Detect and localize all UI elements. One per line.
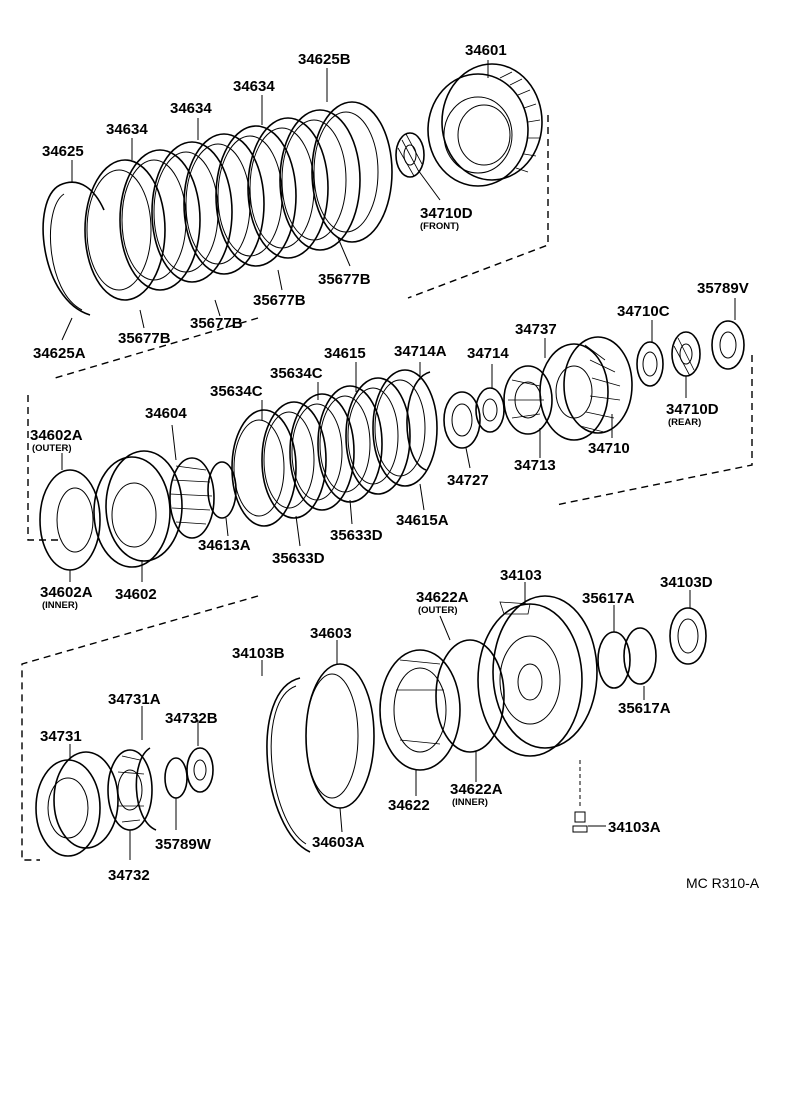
piston-34622: [379, 649, 461, 771]
hub-34727: [443, 391, 481, 449]
label-34727: 34727: [447, 472, 489, 489]
label-35633D-a: 35633D: [272, 550, 325, 567]
label-35789V: 35789V: [697, 280, 749, 297]
race-34710C: [636, 341, 664, 387]
label-34615A: 34615A: [396, 512, 449, 529]
label-34602A-outer: 34602A: [30, 427, 83, 444]
label-34602: 34602: [115, 586, 157, 603]
label-34713: 34713: [514, 457, 556, 474]
thrust-washer-35789V: [711, 320, 745, 370]
label-34625: 34625: [42, 143, 84, 160]
snap-ring-34103B: [266, 677, 311, 853]
label-35677B-c: 35677B: [253, 292, 306, 309]
label-34732B: 34732B: [165, 710, 218, 727]
label-35633D-b: 35633D: [330, 527, 383, 544]
label-34103D: 34103D: [660, 574, 713, 591]
label-34602A-inner: 34602A: [40, 584, 93, 601]
label-35634C-b: 35634C: [270, 365, 323, 382]
label-34613A: 34613A: [198, 537, 251, 554]
snap-ring-34625A: [42, 181, 105, 316]
bolt-34103A: [572, 760, 606, 833]
label-34737: 34737: [515, 321, 557, 338]
race-34714: [475, 387, 505, 433]
return-spring-34604: [169, 457, 215, 539]
label-34634-a: 34634: [106, 121, 148, 138]
label-34714: 34714: [467, 345, 509, 362]
piston-34602: [93, 450, 183, 568]
thrust-bearing-34710D-front: [395, 132, 425, 178]
clutch-drum-34601: [427, 63, 543, 187]
label-34622A-inner-note: (INNER): [452, 797, 488, 808]
brake-band-34603: [305, 663, 375, 809]
group-brake-band: [21, 582, 707, 861]
thrust-bearing-34710D-rear: [671, 331, 701, 377]
label-34634-b: 34634: [170, 100, 212, 117]
label-34622A-inner: 34622A: [450, 781, 503, 798]
label-34710D-front-note: (FRONT): [420, 221, 459, 232]
clutch-plate-stack: [84, 101, 393, 301]
label-34601: 34601: [465, 42, 507, 59]
label-34103A: 34103A: [608, 819, 661, 836]
label-34710D-rear-note: (REAR): [668, 417, 701, 428]
label-34603: 34603: [310, 625, 352, 642]
label-35634C-a: 35634C: [210, 383, 263, 400]
label-34732: 34732: [108, 867, 150, 884]
label-34604: 34604: [145, 405, 187, 422]
label-34634-c: 34634: [233, 78, 275, 95]
label-34602A-outer-note: (OUTER): [32, 443, 72, 454]
label-34103: 34103: [500, 567, 542, 584]
clutch-plates-34615: [231, 369, 438, 527]
diagram-code: MC R310-A: [686, 875, 760, 891]
label-35677B-a: 35677B: [118, 330, 171, 347]
label-34602A-inner-note: (INNER): [42, 600, 78, 611]
label-34625A: 34625A: [33, 345, 86, 362]
label-34710D-front: 34710D: [420, 205, 473, 222]
label-35617A-top: 35617A: [582, 590, 635, 607]
label-35789W: 35789W: [155, 836, 212, 853]
bearing-34732B: [186, 747, 214, 793]
label-34622A-outer: 34622A: [416, 589, 469, 606]
drum-34731: [35, 751, 119, 857]
part-labels: 34601 34625B 34634 34634 34634 34625 347…: [30, 42, 760, 891]
seal-rings-35617A: [597, 627, 657, 689]
label-35617A-bottom: 35617A: [618, 700, 671, 717]
label-34710D-rear: 34710D: [666, 401, 719, 418]
case-34103: [477, 595, 598, 757]
snap-ring-34714A: [406, 371, 431, 471]
label-34103B: 34103B: [232, 645, 285, 662]
washer-35789W: [164, 757, 188, 799]
label-35677B-b: 35677B: [190, 315, 243, 332]
snap-ring-34731A: [135, 747, 157, 831]
label-34603A: 34603A: [312, 834, 365, 851]
group-front-clutch-pack: [42, 60, 549, 379]
label-34731: 34731: [40, 728, 82, 745]
label-34710C: 34710C: [617, 303, 670, 320]
group-rear-clutch: [27, 298, 753, 582]
label-34622A-outer-note: (OUTER): [418, 605, 458, 616]
label-34625B: 34625B: [298, 51, 351, 68]
label-34622: 34622: [388, 797, 430, 814]
gear-34732: [107, 749, 153, 831]
one-way-clutch-34710: [539, 336, 633, 441]
sprag-34713: [503, 365, 553, 435]
label-35677B-d: 35677B: [318, 271, 371, 288]
washer-34103D: [669, 607, 707, 665]
seals-34622A: [435, 639, 505, 753]
snap-ring-34613A: [207, 461, 237, 519]
label-34615: 34615: [324, 345, 366, 362]
label-34714A: 34714A: [394, 343, 447, 360]
piston-seal-34602A: [39, 469, 101, 571]
label-34710: 34710: [588, 440, 630, 457]
label-34731A: 34731A: [108, 691, 161, 708]
